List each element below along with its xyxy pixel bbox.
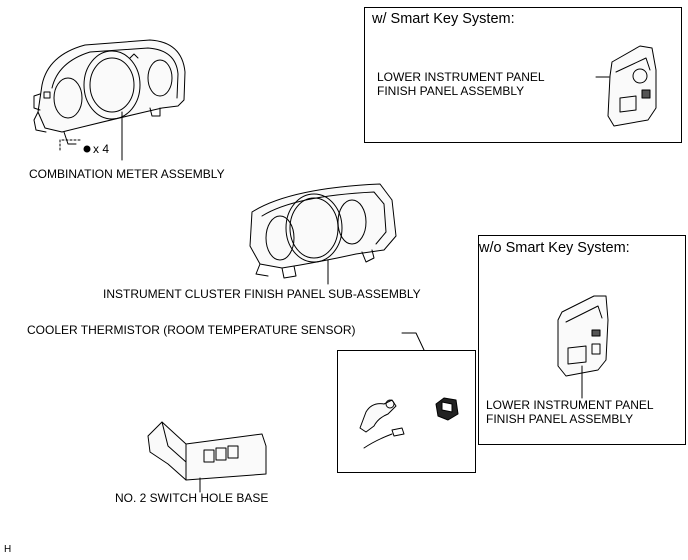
thermistor-drawing	[359, 397, 459, 449]
screw-count-label: x 4	[93, 142, 110, 156]
switch-base-label: NO. 2 SWITCH HOLE BASE	[115, 491, 269, 505]
switch-hole-base-drawing	[147, 421, 267, 493]
cluster-panel-label: INSTRUMENT CLUSTER FINISH PANEL SUB-ASSE…	[103, 287, 421, 301]
smart-key-lower-panel-drawing	[595, 45, 657, 127]
thermistor-callout-box	[337, 350, 476, 473]
no-smart-key-panel-label-line1: LOWER INSTRUMENT PANEL	[486, 398, 654, 412]
smart-key-box-title: w/ Smart Key System:	[372, 11, 515, 27]
thermistor-leader-line	[401, 332, 425, 351]
smart-key-panel-label-line1: LOWER INSTRUMENT PANEL	[377, 70, 545, 84]
thermistor-label: COOLER THERMISTOR (ROOM TEMPERATURE SENS…	[27, 323, 356, 337]
no-smart-key-callout-box	[478, 235, 686, 445]
combination-meter-drawing	[33, 39, 186, 161]
corner-code: H	[4, 544, 12, 555]
cluster-finish-panel-drawing	[249, 183, 397, 285]
combination-meter-label: COMBINATION METER ASSEMBLY	[29, 167, 225, 181]
smart-key-callout-box	[364, 7, 682, 143]
no-smart-key-box-title: w/o Smart Key System:	[479, 240, 630, 256]
smart-key-panel-label-line2: FINISH PANEL ASSEMBLY	[377, 84, 525, 98]
no-smart-key-lower-panel-drawing	[557, 295, 609, 399]
no-smart-key-panel-label-line2: FINISH PANEL ASSEMBLY	[486, 412, 634, 426]
